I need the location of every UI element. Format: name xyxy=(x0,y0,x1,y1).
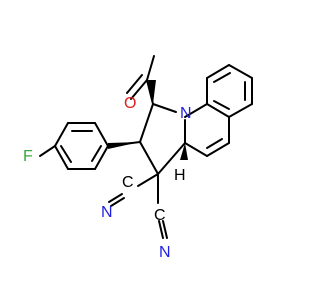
cyano-carbon-1-label: C xyxy=(122,174,134,191)
stereo-wedges xyxy=(108,80,188,160)
benzo-ring xyxy=(206,64,253,118)
nitrile-groups xyxy=(108,173,168,239)
atom-label-hydrogen: H xyxy=(174,167,186,184)
atom-label-nitrile-nitrogen-2: N xyxy=(159,244,171,261)
atom-label-nitrile-nitrogen-1: N xyxy=(101,204,113,221)
atom-label-nitrogen: N xyxy=(180,105,192,122)
pyrrolidine-ring xyxy=(139,103,186,175)
structure-svg: O F N H C C N N xyxy=(23,55,253,261)
molecule-diagram: O F N H C C N N xyxy=(23,55,253,261)
dihydro-ring xyxy=(184,103,230,157)
fluorophenyl-ring xyxy=(39,122,141,170)
acetyl-group xyxy=(126,55,155,105)
atom-label-oxygen: O xyxy=(124,95,136,112)
cyano-carbon-2-label: C xyxy=(154,207,166,224)
atom-label-fluorine: F xyxy=(23,148,33,165)
